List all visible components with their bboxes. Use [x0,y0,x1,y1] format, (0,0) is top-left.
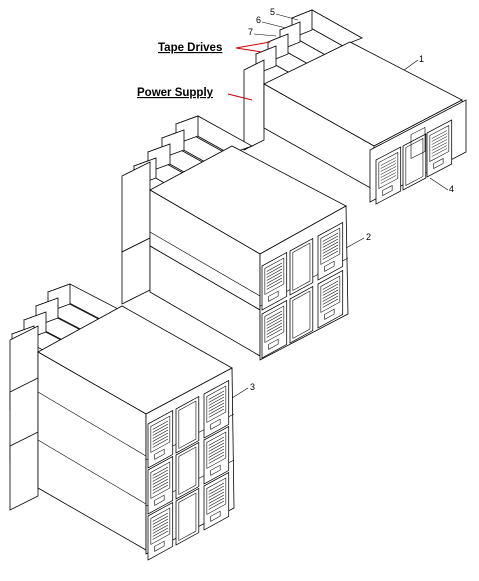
unit-3-triple [9,283,235,561]
callout-3: 3 [250,382,255,392]
power-supply-label: Power Supply [137,87,214,99]
power-supply-callout: Power Supply [137,87,253,101]
callout-1: 1 [419,54,424,64]
unit-1-single [243,9,467,205]
callout-5: 5 [270,7,275,17]
tape-drives-label: Tape Drives [158,42,222,54]
power-supply-leader [227,93,253,101]
unit-2-double [121,115,349,361]
callout-7: 7 [248,27,253,37]
callout-4: 4 [449,184,454,194]
callout-numbers: 5 6 7 1 4 2 3 [231,7,454,399]
callout-2: 2 [366,232,371,242]
callout-6: 6 [256,15,261,25]
tape-drives-leader-a [235,47,263,53]
tape-drives-callout: Tape Drives [158,41,271,54]
tape-drives-leader-b [235,41,271,49]
